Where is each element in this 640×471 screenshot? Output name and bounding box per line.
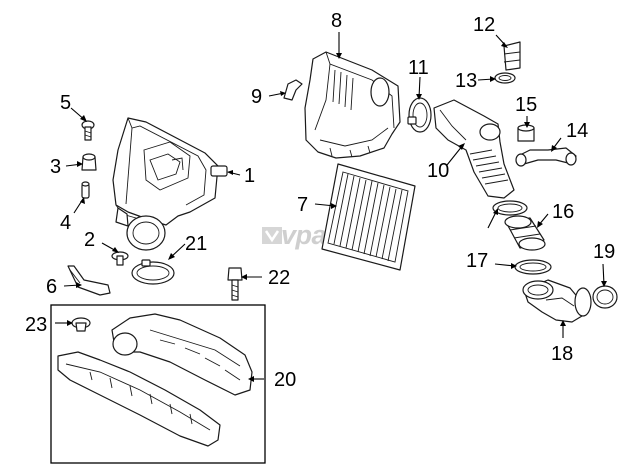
part-14-breather-hose (515, 147, 577, 167)
part-9-clip (283, 79, 303, 101)
leader-arrowheads (67, 42, 607, 382)
callout-6: 6 (46, 276, 57, 298)
callout-15: 15 (515, 94, 537, 116)
callout-8: 8 (331, 10, 342, 32)
part-10-intake-hose (433, 99, 515, 199)
callout-2: 2 (84, 229, 95, 251)
callout-17: 17 (466, 250, 488, 272)
part-15-grommet (517, 124, 535, 142)
part-18-elbow-duct (522, 279, 592, 323)
part-2-grommet (111, 251, 129, 266)
callout-18: 18 (551, 343, 573, 365)
callout-12: 12 (473, 14, 495, 36)
part-4-pin (81, 181, 90, 199)
part-17-clamp-upper (492, 200, 528, 216)
callout-19: 19 (593, 241, 615, 263)
callout-22: 22 (268, 267, 290, 289)
callout-23: 23 (25, 314, 47, 336)
part-13-o-ring (494, 72, 516, 84)
part-5-screw (81, 120, 95, 141)
part-23-clip (71, 317, 91, 332)
callout-7: 7 (297, 194, 308, 216)
callout-5: 5 (60, 92, 71, 114)
part-16-coupler (504, 215, 546, 251)
part-7-air-filter (321, 163, 416, 271)
callout-21: 21 (185, 233, 207, 255)
callout-16: 16 (552, 201, 574, 223)
part-20-duct-assembly (50, 304, 266, 464)
part-11-clamp (407, 97, 432, 133)
part-19-ring (592, 285, 618, 309)
part-6-bracket (67, 265, 111, 296)
part-22-bolt (227, 267, 243, 301)
part-17-clamp (514, 259, 552, 275)
callout-13: 13 (455, 70, 477, 92)
callout-4: 4 (60, 212, 71, 234)
part-3-bushing (81, 153, 97, 171)
callout-9: 9 (251, 86, 262, 108)
part-20-frame (50, 304, 266, 464)
callout-labels: 1 2 3 4 5 6 7 8 9 10 11 12 13 14 15 16 1… (25, 10, 615, 391)
air-cleaner-lower-housing (112, 117, 228, 251)
part-12-fitting (503, 41, 521, 71)
callout-11: 11 (408, 57, 429, 79)
callout-20: 20 (274, 369, 296, 391)
part-8-air-cleaner-cover (304, 51, 401, 159)
callout-1: 1 (244, 165, 255, 187)
part-21-clamp (131, 259, 175, 285)
callout-14: 14 (566, 120, 588, 142)
callout-10: 10 (427, 160, 449, 182)
callout-3: 3 (50, 156, 61, 178)
